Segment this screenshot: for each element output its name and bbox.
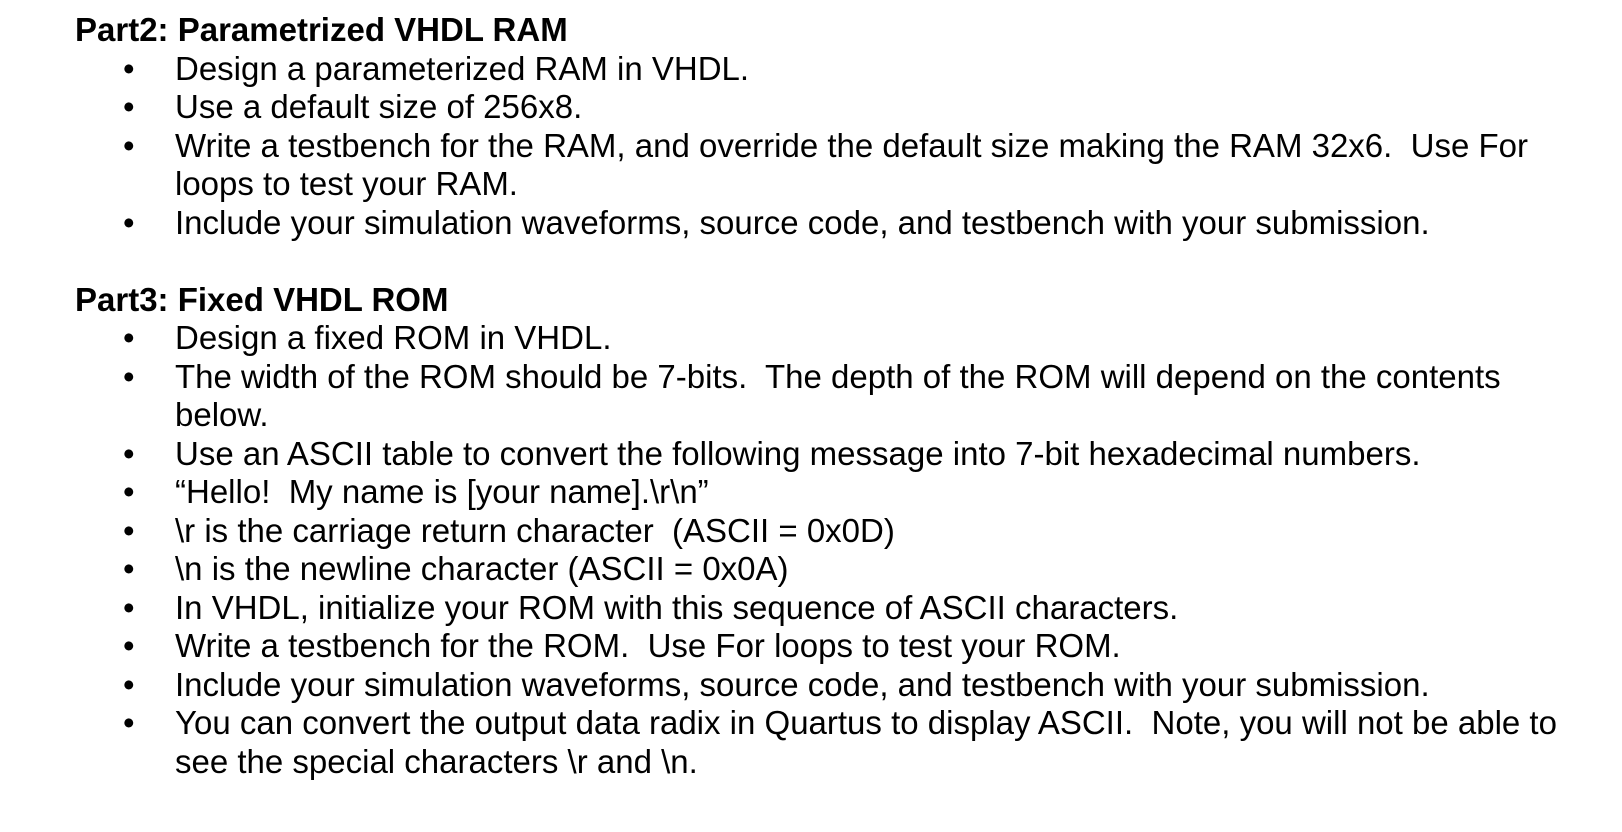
bullet-item: • You can convert the output data radix … [75, 704, 1622, 781]
bullet-icon: • [123, 665, 135, 703]
bullet-icon: • [123, 357, 135, 395]
bullet-icon: • [123, 588, 135, 626]
bullet-item: • Use a default size of 256x8. [75, 88, 1622, 127]
bullet-item: • Include your simulation waveforms, sou… [75, 666, 1622, 705]
section-heading: Part3: Fixed VHDL ROM [75, 280, 449, 318]
section-heading: Part2: Parametrized VHDL RAM [75, 11, 568, 48]
bullet-text: \r is the carriage return character (ASC… [175, 511, 895, 549]
bullet-item: • Design a fixed ROM in VHDL. [75, 319, 1622, 358]
bullet-icon: • [123, 126, 135, 164]
bullet-item: • \n is the newline character (ASCII = 0… [75, 550, 1622, 589]
bullet-icon: • [123, 49, 135, 87]
bullet-item: • In VHDL, initialize your ROM with this… [75, 589, 1622, 628]
bullet-text: “Hello! My name is [your name].\r\n” [175, 473, 709, 510]
bullet-item: • Write a testbench for the RAM, and ove… [75, 127, 1622, 204]
bullet-item: • Include your simulation waveforms, sou… [75, 204, 1622, 243]
bullet-icon: • [123, 203, 135, 241]
bullet-icon: • [123, 434, 135, 472]
section-part3: Part3: Fixed VHDL ROM • Design a fixed R… [75, 281, 1622, 782]
bullet-text: Design a fixed ROM in VHDL. [175, 319, 612, 356]
bullet-item: • The width of the ROM should be 7-bits.… [75, 358, 1622, 435]
bullet-text: Use a default size of 256x8. [175, 88, 583, 125]
bullet-item: • Use an ASCII table to convert the foll… [75, 435, 1622, 474]
bullet-list: • Design a parameterized RAM in VHDL. • … [75, 50, 1622, 243]
bullet-text: You can convert the output data radix in… [175, 704, 1567, 780]
bullet-text: Design a parameterized RAM in VHDL. [175, 49, 750, 87]
bullet-text: The width of the ROM should be 7-bits. T… [175, 357, 1510, 434]
bullet-icon: • [123, 704, 135, 741]
bullet-item: • \r is the carriage return character (A… [75, 512, 1622, 551]
bullet-item: • Write a testbench for the ROM. Use For… [75, 627, 1622, 666]
bullet-icon: • [123, 319, 135, 356]
bullet-list: • Design a fixed ROM in VHDL. • The widt… [75, 319, 1622, 781]
bullet-icon: • [123, 88, 135, 125]
bullet-text: Write a testbench for the ROM. Use For l… [175, 627, 1121, 664]
bullet-icon: • [123, 511, 135, 549]
bullet-text: Use an ASCII table to convert the follow… [175, 434, 1421, 472]
bullet-icon: • [123, 473, 135, 510]
bullet-item: • Design a parameterized RAM in VHDL. [75, 50, 1622, 89]
bullet-icon: • [123, 627, 135, 664]
bullet-item: • “Hello! My name is [your name].\r\n” [75, 473, 1622, 512]
bullet-text: Include your simulation waveforms, sourc… [175, 203, 1430, 241]
bullet-text: In VHDL, initialize your ROM with this s… [175, 588, 1179, 626]
bullet-text: \n is the newline character (ASCII = 0x0… [175, 550, 789, 587]
bullet-icon: • [123, 550, 135, 587]
bullet-text: Write a testbench for the RAM, and overr… [175, 126, 1538, 203]
bullet-text: Include your simulation waveforms, sourc… [175, 665, 1430, 703]
section-part2: Part2: Parametrized VHDL RAM • Design a … [75, 11, 1622, 242]
